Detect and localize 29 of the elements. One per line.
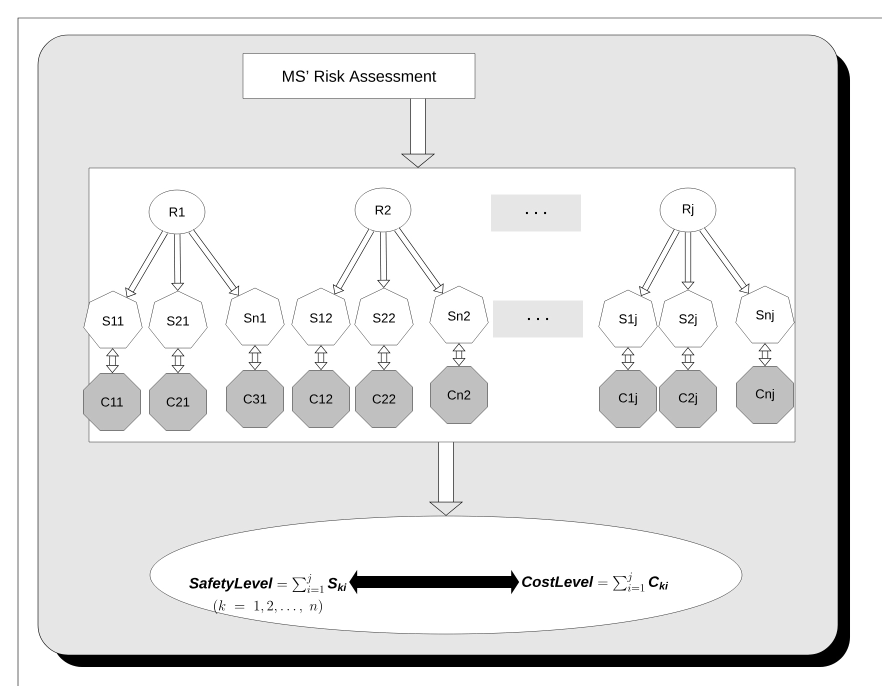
hollow-arrow [377, 232, 390, 288]
cost-octagon: C31 [226, 370, 284, 428]
safety-heptagon: S21 [148, 290, 208, 348]
cost-octagon: C2j [659, 370, 717, 428]
formula-ellipse [150, 516, 742, 634]
safety-heptagon: Sn1 [226, 288, 284, 346]
safety-heptagon: S1j [598, 290, 658, 348]
cost-octagon: C22 [355, 370, 413, 428]
formula: $\textbf{\textit{CostLevel}} = \sum_{i=1}^{j} \textbf{\textit{C}}_{\textbf{\textit{ki}}}$ [522, 572, 668, 592]
ellipsis-box: . . . [493, 300, 583, 338]
hollow-arrow [188, 229, 240, 296]
cost-octagon: Cn2 [430, 366, 488, 424]
hollow-arrow [700, 227, 750, 294]
ellipsis-box: . . . [491, 194, 581, 232]
cost-octagon: C1j [599, 370, 657, 428]
process-box: MS’ Risk Assessment [242, 53, 476, 99]
cost-octagon: C21 [149, 373, 207, 431]
safety-heptagon: Sn2 [430, 286, 488, 344]
safety-heptagon: S11 [84, 290, 142, 348]
cost-octagon: C11 [83, 373, 141, 431]
safety-heptagon: S2j [658, 290, 718, 348]
hollow-arrow [171, 234, 184, 291]
hollow-arrow [125, 230, 168, 298]
cost-octagon: C12 [292, 370, 350, 428]
safety-heptagon: S12 [292, 288, 350, 346]
safety-heptagon: S22 [354, 288, 414, 346]
safety-heptagon: Snj [736, 286, 794, 344]
cost-octagon: Cnj [736, 366, 794, 424]
formula: $\textbf{\textit{SafetyLevel}} = \sum_{i=1}^{j} \textbf{\textit{S}}_{\textbf{\textit{ki}}}$ $(k\ =\ 1,2,\ldots,\ n)$ [189, 574, 346, 614]
